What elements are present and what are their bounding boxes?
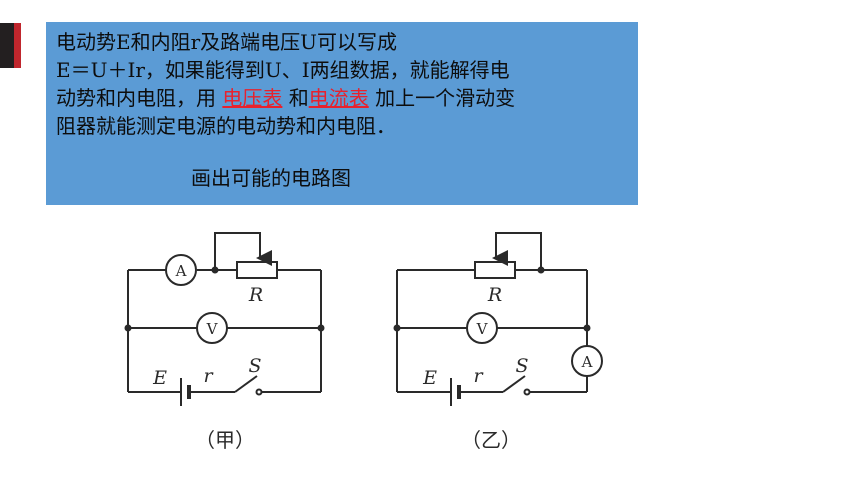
right-junction-dot: [537, 266, 545, 274]
right-switch-label: S: [515, 355, 528, 377]
right-resistor-label: R: [487, 284, 502, 306]
right-switch-icon: [502, 375, 526, 393]
left-junction-dot: [211, 266, 219, 274]
right-internal-resistance-label: r: [473, 365, 484, 387]
left-voltmeter-label: V: [206, 320, 219, 338]
slide-marker-red: [14, 23, 21, 68]
ammeter-highlight: 电流表: [308, 86, 369, 110]
paragraph-line-3-end: 加上一个滑动变: [368, 86, 516, 110]
right-ammeter-label: A: [581, 353, 593, 371]
paragraph-line-3: 动势和内电阻，用 电压表 和电流表 加上一个滑动变: [56, 84, 628, 112]
paragraph-line-3-middle: 和: [282, 86, 309, 110]
paragraph-line-4: 阻器就能测定电源的电动势和内电阻．: [56, 114, 396, 138]
voltmeter-highlight: 电压表: [222, 86, 283, 110]
left-voltmeter-icon: [196, 312, 228, 344]
right-emf-label: E: [422, 367, 437, 389]
paragraph-line-3-start: 动势和内电阻，用: [56, 86, 223, 110]
right-circuit-caption: （乙）: [461, 428, 521, 452]
circuit-left: [124, 232, 325, 406]
paragraph-line-1: 电动势E和内阻r及路端电压U可以写成: [56, 30, 398, 54]
left-resistor-label: R: [248, 284, 263, 306]
right-switch-contact: [523, 388, 531, 396]
paragraph-line-2: E＝U＋Ir，如果能得到U、I两组数据，就能解得电: [56, 58, 510, 82]
left-switch-contact: [255, 388, 263, 396]
left-ammeter-icon: [165, 254, 197, 286]
left-switch-icon: [234, 375, 258, 393]
left-junction-dot-2: [124, 324, 132, 332]
left-emf-label: E: [152, 367, 167, 389]
left-junction-dot-3: [317, 324, 325, 332]
right-junction-dot-3: [583, 324, 591, 332]
explanation-box: 电动势E和内阻r及路端电压U可以写成 E＝U＋Ir，如果能得到U、I两组数据，就…: [46, 22, 638, 205]
slide-marker-dark: [0, 23, 14, 68]
right-rheostat-icon: [474, 261, 516, 279]
right-voltmeter-icon: [466, 312, 498, 344]
left-rheostat-icon: [236, 261, 278, 279]
subheading: 画出可能的电路图: [191, 166, 351, 190]
right-rheostat-slider-wire: [492, 232, 542, 270]
right-junction-dot-2: [393, 324, 401, 332]
left-switch-label: S: [248, 355, 261, 377]
right-voltmeter-label: V: [476, 320, 489, 338]
left-ammeter-label: A: [175, 262, 187, 280]
right-ammeter-icon: [571, 345, 603, 377]
circuit-right: [393, 232, 603, 406]
left-rheostat-slider-wire: [214, 232, 272, 270]
left-internal-resistance-label: r: [203, 365, 214, 387]
left-circuit-caption: （甲）: [195, 428, 255, 452]
